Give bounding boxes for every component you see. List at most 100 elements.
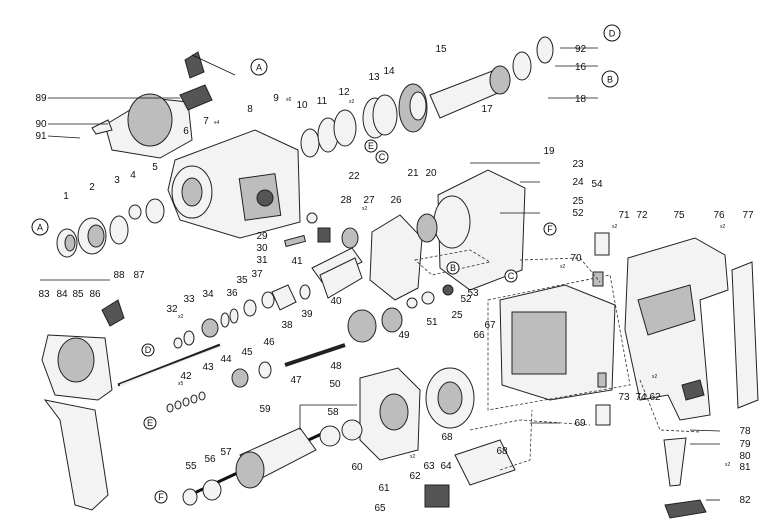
part-label-6: 6 bbox=[183, 126, 189, 137]
callout-f-mid: F bbox=[543, 222, 557, 236]
part-label-12: 12 bbox=[338, 87, 350, 98]
gear-housing bbox=[167, 129, 301, 239]
part-label-92: 92 bbox=[575, 44, 587, 55]
svg-text:x2: x2 bbox=[725, 462, 731, 468]
part-label-46: 46 bbox=[263, 337, 275, 348]
motor-housing bbox=[414, 169, 526, 291]
part-label-39: 39 bbox=[301, 309, 313, 320]
spindle bbox=[429, 36, 554, 119]
part-label-60: 60 bbox=[351, 462, 363, 473]
part-label-86: 86 bbox=[89, 289, 101, 300]
part-label-11: 11 bbox=[317, 96, 328, 107]
side-handle bbox=[41, 299, 125, 511]
callout-d-top: D bbox=[603, 24, 621, 42]
part-label-25-lower: 25 bbox=[451, 310, 463, 321]
svg-text:x4: x4 bbox=[214, 120, 220, 126]
part-label-73: 73 bbox=[618, 392, 630, 403]
part-label-58: 58 bbox=[327, 407, 339, 418]
rear-handle bbox=[624, 237, 759, 421]
callout-b-mid: B bbox=[446, 261, 460, 275]
part-label-40: 40 bbox=[330, 296, 342, 307]
part-label-45: 45 bbox=[241, 347, 253, 358]
part-label-72: 72 bbox=[636, 210, 648, 221]
quantity-marks: x6 x4 x2 x2 x2 x5 x2 x2 x2 x2 x2 x2 bbox=[178, 97, 731, 468]
callout-b-top: B bbox=[601, 70, 619, 88]
armature bbox=[182, 419, 363, 506]
svg-text:x2: x2 bbox=[362, 206, 368, 212]
svg-text:x2: x2 bbox=[720, 224, 726, 230]
callout-a-top: A bbox=[250, 58, 268, 76]
part-label-44: 44 bbox=[220, 354, 232, 365]
part-label-7: 7 bbox=[203, 116, 209, 127]
part-label-10: 10 bbox=[296, 100, 308, 111]
part-label-34: 34 bbox=[202, 289, 214, 300]
part-label-47: 47 bbox=[290, 375, 302, 386]
callout-a-left: A bbox=[31, 218, 49, 236]
part-label-52-upper: 52 bbox=[572, 208, 584, 219]
part-label-1: 1 bbox=[63, 191, 69, 202]
part-label-27: 27 bbox=[363, 195, 375, 206]
part-label-13: 13 bbox=[368, 72, 380, 83]
svg-text:D: D bbox=[145, 345, 152, 355]
part-label-65: 65 bbox=[374, 503, 386, 514]
svg-text:E: E bbox=[147, 418, 153, 428]
svg-text:x2: x2 bbox=[410, 454, 416, 460]
parts-drawing bbox=[41, 36, 759, 519]
svg-text:x2: x2 bbox=[178, 314, 184, 320]
part-label-5: 5 bbox=[152, 162, 158, 173]
callout-c-top: C bbox=[375, 150, 389, 164]
svg-text:D: D bbox=[609, 29, 616, 39]
part-label-31: 31 bbox=[256, 255, 268, 266]
part-label-56: 56 bbox=[204, 454, 216, 465]
part-label-50: 50 bbox=[329, 379, 341, 390]
callout-e-top: E bbox=[364, 139, 378, 153]
callout-markers: A A B B C C D D bbox=[31, 24, 621, 504]
part-label-20: 20 bbox=[425, 168, 437, 179]
part-label-30: 30 bbox=[256, 243, 268, 254]
front-rings bbox=[56, 198, 165, 258]
svg-text:A: A bbox=[256, 63, 262, 73]
drill-chuck bbox=[91, 51, 236, 159]
callout-e-left: E bbox=[143, 416, 157, 430]
part-label-18: 18 bbox=[575, 94, 587, 105]
shafts bbox=[117, 343, 346, 387]
part-label-33: 33 bbox=[183, 294, 195, 305]
part-label-43: 43 bbox=[202, 362, 214, 373]
part-label-35: 35 bbox=[236, 275, 248, 286]
part-label-68-switch: 68 bbox=[496, 446, 508, 457]
part-label-81: 81 bbox=[739, 462, 751, 473]
wiring-paths bbox=[469, 257, 701, 471]
part-label-90: 90 bbox=[35, 119, 47, 130]
part-label-14: 14 bbox=[383, 66, 395, 77]
part-label-57: 57 bbox=[220, 447, 232, 458]
switch-and-brushes bbox=[424, 232, 707, 519]
part-label-67: 67 bbox=[484, 320, 496, 331]
part-label-2: 2 bbox=[89, 182, 95, 193]
svg-text:F: F bbox=[158, 492, 164, 502]
part-label-38: 38 bbox=[281, 320, 293, 331]
part-label-9: 9 bbox=[273, 93, 279, 104]
svg-text:x2: x2 bbox=[652, 374, 658, 380]
part-label-29: 29 bbox=[256, 231, 268, 242]
part-label-55: 55 bbox=[185, 461, 197, 472]
part-label-15: 15 bbox=[435, 44, 447, 55]
part-label-19: 19 bbox=[543, 146, 555, 157]
part-label-59: 59 bbox=[259, 404, 271, 415]
part-label-16: 16 bbox=[575, 62, 587, 73]
part-label-41: 41 bbox=[291, 256, 303, 267]
callout-c-mid: C bbox=[504, 269, 518, 283]
svg-text:x2: x2 bbox=[612, 224, 618, 230]
part-label-62-lower: 62 bbox=[409, 471, 421, 482]
part-label-53: 53 bbox=[467, 288, 479, 299]
part-label-36: 36 bbox=[226, 288, 238, 299]
part-label-28: 28 bbox=[340, 195, 352, 206]
callout-d-left: D bbox=[141, 343, 155, 357]
svg-text:B: B bbox=[607, 75, 613, 85]
part-label-80: 80 bbox=[739, 451, 751, 462]
motor-back-plate bbox=[359, 367, 421, 461]
part-number-labels: 1 2 3 4 5 6 7 8 9 10 11 12 13 14 15 16 1… bbox=[35, 44, 754, 514]
svg-text:x6: x6 bbox=[286, 97, 292, 103]
svg-text:x2: x2 bbox=[349, 99, 355, 105]
part-label-68-lower: 68 bbox=[441, 432, 453, 443]
